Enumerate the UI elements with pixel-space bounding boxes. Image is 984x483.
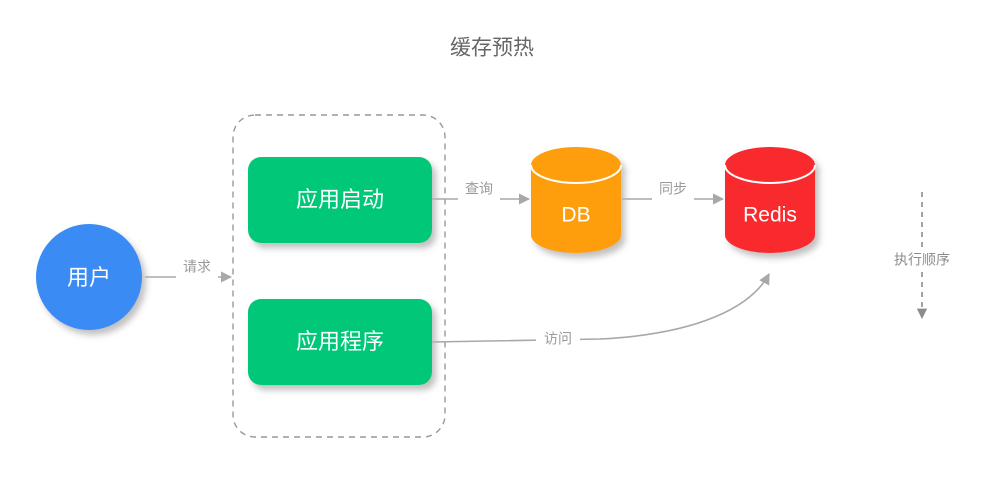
node-user-label: 用户 xyxy=(67,265,111,290)
node-app-program[interactable]: 应用程序 xyxy=(248,299,432,385)
execution-order-indicator: 执行顺序 xyxy=(880,192,964,320)
node-db-top[interactable] xyxy=(531,147,621,183)
edge-appprogram-to-redis: 访问 xyxy=(431,273,770,351)
node-redis-label: Redis xyxy=(743,204,797,227)
node-db-body[interactable] xyxy=(531,165,621,253)
edge-label-bg-request xyxy=(176,265,218,289)
page-title: 缓存预热 xyxy=(450,37,534,60)
edge-label-bg-access xyxy=(536,327,580,351)
edge-appstart-to-db: 查询 xyxy=(432,181,531,211)
node-db[interactable] xyxy=(530,147,622,253)
node-db-label: DB xyxy=(561,204,590,227)
node-db-top-edge xyxy=(530,164,622,184)
edge-label-access: 访问 xyxy=(544,331,572,347)
node-redis[interactable] xyxy=(724,147,816,253)
node-redis-body[interactable] xyxy=(725,165,815,253)
edge-label-bg-query xyxy=(458,187,500,211)
execution-order-label-bg xyxy=(880,248,964,272)
group-container xyxy=(232,114,446,438)
node-app-start-label: 应用启动 xyxy=(296,187,384,212)
node-redis-top[interactable] xyxy=(725,147,815,183)
execution-order-label: 执行顺序 xyxy=(894,252,950,268)
edge-user-to-group: 请求 xyxy=(145,259,233,289)
edge-line-access xyxy=(431,273,770,343)
node-app-program-label: 应用程序 xyxy=(296,329,384,354)
edge-label-request: 请求 xyxy=(183,259,211,275)
edge-label-bg-sync xyxy=(652,187,694,211)
node-app-start-shape[interactable] xyxy=(248,157,432,243)
edge-label-sync: 同步 xyxy=(659,181,687,197)
edge-db-to-redis: 同步 xyxy=(622,181,725,211)
edge-label-query: 查询 xyxy=(465,181,493,197)
node-redis-top-edge xyxy=(724,164,816,184)
node-user[interactable]: 用户 xyxy=(36,224,142,330)
node-app-program-shape[interactable] xyxy=(248,299,432,385)
node-app-start[interactable]: 应用启动 xyxy=(248,157,432,243)
node-user-shape[interactable] xyxy=(36,224,142,330)
